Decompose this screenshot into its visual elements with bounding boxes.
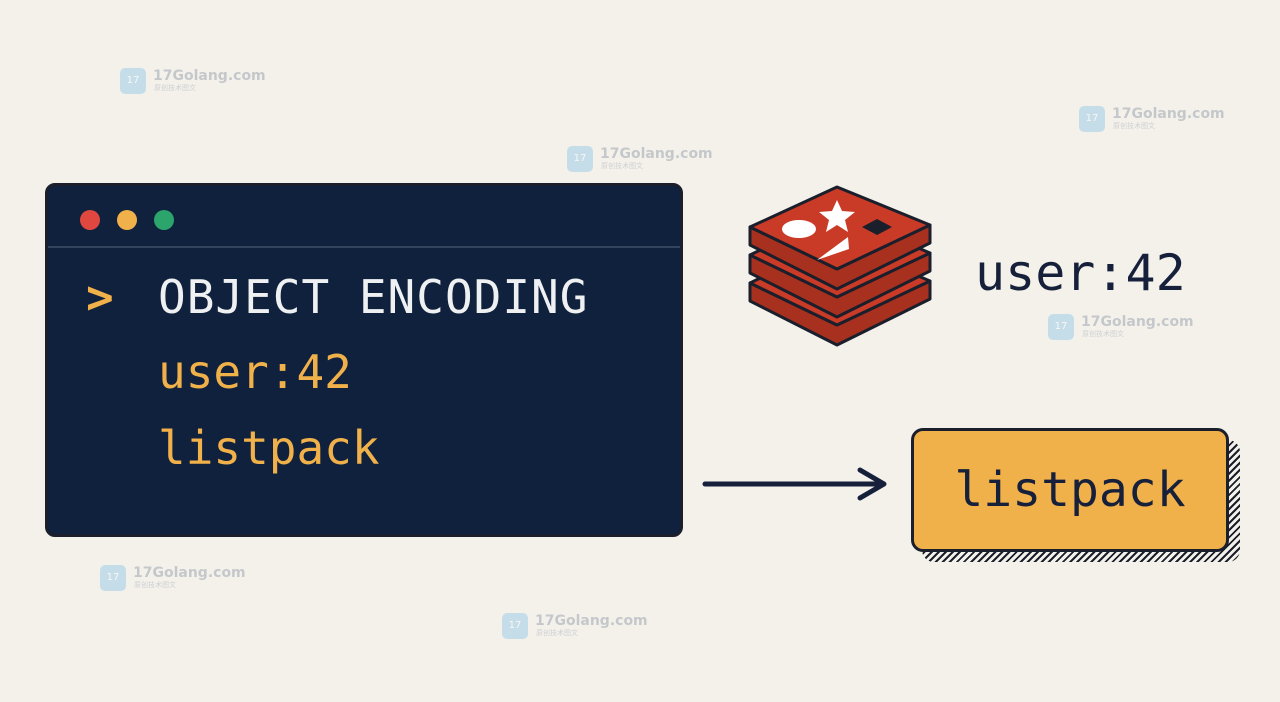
- site-logo-icon: 17: [1048, 314, 1074, 340]
- maximize-dot-icon[interactable]: [154, 210, 174, 230]
- close-dot-icon[interactable]: [80, 210, 100, 230]
- site-logo-icon: 17: [120, 68, 146, 94]
- prompt-icon: >: [86, 270, 114, 324]
- watermark-text: 17Golang.com: [153, 68, 266, 84]
- watermark-text: 17Golang.com: [600, 146, 713, 162]
- watermark-subtext: 原创技术图文: [1082, 330, 1124, 338]
- watermark-subtext: 原创技术图文: [601, 162, 643, 170]
- terminal-window: > OBJECT ENCODING user:42 listpack: [45, 183, 683, 537]
- site-logo-icon: 17: [567, 146, 593, 172]
- encoding-result-box: listpack: [911, 428, 1229, 552]
- terminal-titlebar: [48, 186, 680, 248]
- command-argument: user:42: [158, 345, 352, 399]
- watermark-subtext: 原创技术图文: [536, 629, 578, 637]
- watermark-text: 17Golang.com: [133, 565, 246, 581]
- command-text: OBJECT ENCODING: [158, 270, 589, 324]
- minimize-dot-icon[interactable]: [117, 210, 137, 230]
- watermark-text: 17Golang.com: [535, 613, 648, 629]
- site-logo-icon: 17: [100, 565, 126, 591]
- right-arrow-icon: [702, 467, 887, 501]
- redis-stack-icon: [748, 185, 932, 347]
- watermark-subtext: 原创技术图文: [1113, 122, 1155, 130]
- watermark-text: 17Golang.com: [1081, 314, 1194, 330]
- key-label: user:42: [975, 244, 1186, 302]
- command-output: listpack: [158, 421, 380, 475]
- site-logo-icon: 17: [502, 613, 528, 639]
- site-logo-icon: 17: [1079, 106, 1105, 132]
- watermark-text: 17Golang.com: [1112, 106, 1225, 122]
- encoding-result-label: listpack: [954, 462, 1186, 518]
- watermark-subtext: 原创技术图文: [134, 581, 176, 589]
- watermark-subtext: 原创技术图文: [154, 84, 196, 92]
